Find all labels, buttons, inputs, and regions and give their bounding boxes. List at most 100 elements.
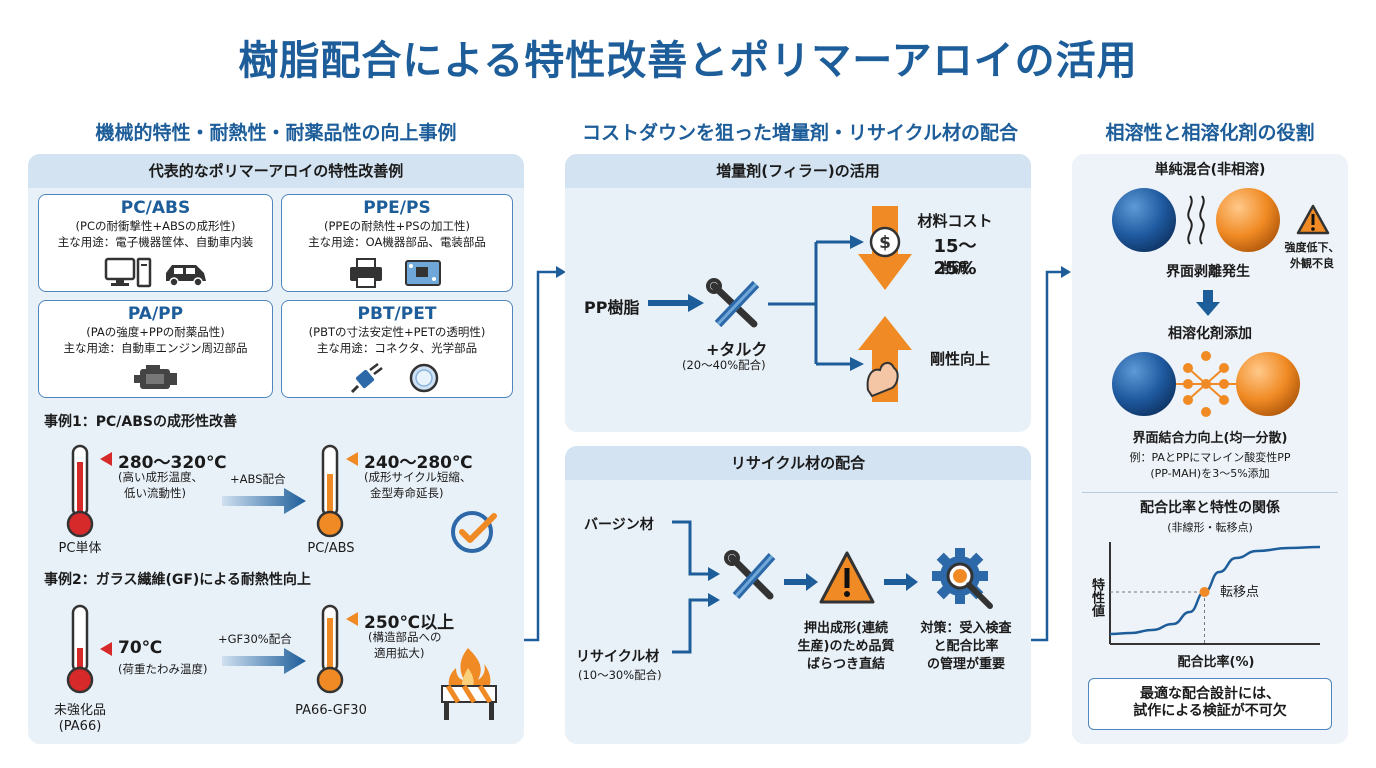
example-line2: (PP-MAH)を3～5%添加 <box>1150 467 1270 480</box>
alloy-use: 主な用途：コネクタ、光学部品 <box>316 341 478 355</box>
separation: 界面剥離発生 <box>1166 264 1250 280</box>
case2-after-note1: (構造部品への <box>368 630 442 644</box>
case2-after-note2: 適用拡大) <box>374 646 425 660</box>
filler-panel: 増量剤(フィラー)の活用 <box>565 154 1031 432</box>
example-line1: 例：PAとPPにマレイン酸変性PP <box>1129 451 1291 464</box>
case2-arrow-label: +GF30%配合 <box>218 632 292 646</box>
case1-before-note2: 低い流動性) <box>124 486 186 500</box>
tools-icon <box>706 278 760 328</box>
thermometer-red-icon <box>66 604 94 694</box>
issue-line2: 生産)のため品質 <box>797 639 895 654</box>
filler-panel-head: 増量剤(フィラー)の活用 <box>565 154 1031 188</box>
transition-point <box>1199 587 1210 597</box>
series-line <box>1109 545 1321 636</box>
conclusion-box: 最適な配合設計には、 試作による検証が不可欠 <box>1088 678 1332 730</box>
alloy-name: PC/ABS <box>120 198 191 218</box>
conclusion-line1: 最適な配合設計には、 <box>1140 686 1280 702</box>
recycled-material: リサイクル材 <box>576 649 660 665</box>
issue-line3: ばらつき直結 <box>806 657 885 672</box>
chart-title: 配合比率と特性の関係 <box>1140 500 1280 516</box>
optical-lens-icon <box>409 363 439 393</box>
tools-icon <box>724 550 776 600</box>
alloy-use: 主な用途：OA機器部品、電装部品 <box>308 235 486 249</box>
arrow-right-gradient <box>222 648 306 674</box>
pointer-red <box>100 452 112 466</box>
case1-before-temp: 280～320℃ <box>118 453 227 473</box>
case1-after-label: PC/ABS <box>307 541 355 556</box>
warn-line1: 強度低下、 <box>1284 241 1340 254</box>
alloy-desc: (PPEの耐熱性+PSの加工性) <box>324 219 470 233</box>
cost-line1: 材料コスト <box>917 212 993 230</box>
chart-subtitle: (非線形・転移点) <box>1167 521 1253 534</box>
thermometer-orange-icon <box>316 604 344 694</box>
y-axis-label: 特性値 <box>1089 578 1104 617</box>
pointer-red <box>100 642 112 656</box>
measure-line1: 対策：受入検査 <box>920 621 1012 636</box>
ratio-property-chart <box>1109 542 1321 645</box>
filler-additive: +タルク <box>706 340 768 359</box>
warning-icon <box>1296 204 1330 235</box>
divider <box>1082 492 1338 493</box>
filler-input: PP樹脂 <box>584 298 640 317</box>
col3-panel <box>1072 154 1348 744</box>
case1-before-label: PC単体 <box>58 541 102 556</box>
arrow-right <box>884 573 918 591</box>
virgin-material: バージン材 <box>584 517 654 533</box>
cost-line2: 15～25% <box>933 236 977 279</box>
thermometer-orange-icon <box>316 444 344 538</box>
case2-before-label1: 未強化品 <box>53 703 106 718</box>
warning-icon <box>819 551 875 604</box>
svg-text:$: $ <box>879 233 891 253</box>
alloy-desc: (PBTの寸法安定性+PETの透明性) <box>308 325 486 339</box>
case2-after-label: PA66-GF30 <box>295 703 367 718</box>
alloy-desc: (PAの強度+PPの耐薬品性) <box>86 325 225 339</box>
thermometer-red-icon <box>66 444 94 538</box>
filler-additive-ratio: (20～40%配合) <box>682 358 766 372</box>
alloy-card-ppe-ps: PPE/PS (PPEの耐熱性+PSの加工性) 主な用途：OA機器部品、電装部品 <box>281 194 513 292</box>
alloy-use: 主な用途：電子機器筐体、自動車内装 <box>57 235 254 249</box>
monitor-pc-icon <box>104 257 152 288</box>
cost-line3: 削減 <box>941 261 969 277</box>
arrow-right <box>648 294 704 312</box>
warn-line2: 外観不良 <box>1290 257 1334 270</box>
arrow-right <box>784 573 818 591</box>
case1-after-note2: 金型寿命延長) <box>370 486 444 500</box>
circuit-board-icon <box>405 260 441 286</box>
connector-plug-icon <box>350 363 383 394</box>
conclusion-line2: 試作による検証が不可欠 <box>1133 703 1287 719</box>
compat-add: 相溶化剤添加 <box>1168 326 1252 342</box>
measure-line3: の管理が重要 <box>926 657 1005 672</box>
connector-arrow <box>524 266 566 642</box>
cost-down-arrow-icon: $ <box>858 206 912 290</box>
alloy-use: 主な用途：自動車エンジン周辺部品 <box>63 341 248 355</box>
rigidity-up-arrow-icon <box>858 316 912 402</box>
col3-title: 相溶性と相溶化剤の役割 <box>1105 122 1315 144</box>
recycle-panel-head: リサイクル材の配合 <box>565 446 1031 480</box>
pointer-orange <box>346 452 358 466</box>
pointer-orange <box>346 612 358 626</box>
fire-barrier-icon <box>441 648 497 720</box>
rigidity: 剛性向上 <box>930 350 991 368</box>
alloy-card-pc-abs: PC/ABS (PCの耐衝撃性+ABSの成形性) 主な用途：電子機器筐体、自動車… <box>38 194 273 292</box>
measure-line2: と配合比率 <box>933 639 999 654</box>
printer-icon <box>350 258 382 288</box>
case1-arrow-label: +ABS配合 <box>230 472 286 486</box>
col1-title: 機械的特性・耐熱性・耐薬品性の向上事例 <box>95 122 457 144</box>
case1-after-note1: (成形サイクル短縮、 <box>364 470 472 484</box>
alloy-name: PA/PP <box>127 304 184 324</box>
recycled-ratio: (10～30%配合) <box>578 668 662 682</box>
bonding: 界面結合力向上(均一分散) <box>1132 431 1288 446</box>
arrow-right-gradient <box>222 488 306 514</box>
case1-after-temp: 240～280℃ <box>364 453 473 473</box>
alloy-name: PBT/PET <box>357 304 437 324</box>
connector-arrow <box>1031 266 1071 642</box>
case2-before-note: (荷重たわみ温度) <box>118 662 208 676</box>
merge-arrows <box>672 520 720 654</box>
case1-title: 事例1：PC/ABSの成形性改善 <box>44 414 237 430</box>
alloy-card-pbt-pet: PBT/PET (PBTの寸法安定性+PETの透明性) 主な用途：コネクタ、光学… <box>281 300 513 398</box>
case2-before-label2: (PA66) <box>58 719 102 734</box>
case2-before-temp: 70℃ <box>118 638 163 658</box>
engine-icon <box>134 365 177 389</box>
alloy-name: PPE/PS <box>363 198 431 218</box>
car-icon <box>166 265 206 287</box>
